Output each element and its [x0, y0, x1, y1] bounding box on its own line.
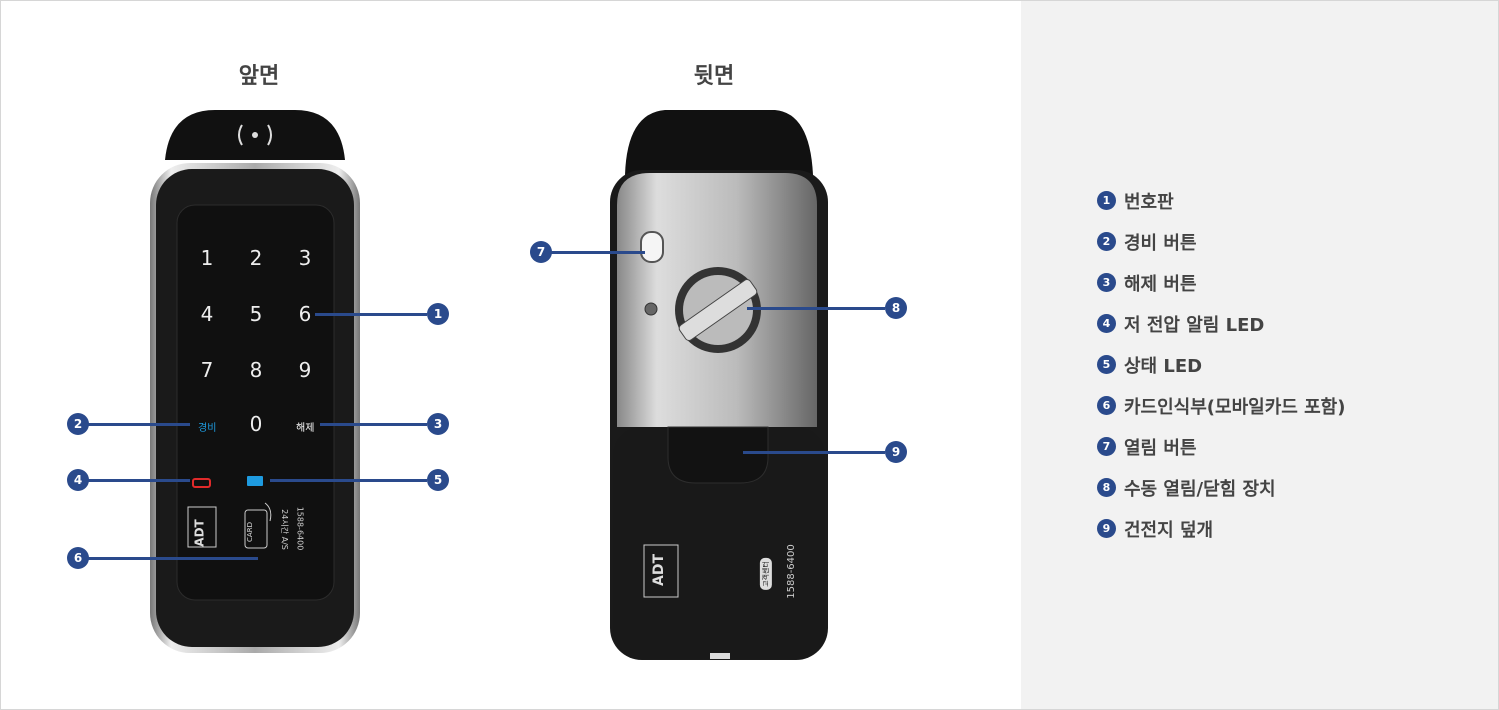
callout-marker-2: 2 — [67, 413, 89, 435]
callout-marker-3: 3 — [427, 413, 449, 435]
front-brand: ADT — [193, 519, 207, 546]
back-phone: 1588-6400 — [786, 544, 797, 599]
legend-number: 5 — [1097, 355, 1116, 374]
service-hours: 24시간 A/S — [279, 509, 290, 550]
callout-line-1 — [315, 313, 427, 316]
legend-number: 7 — [1097, 437, 1116, 456]
keypad-key[interactable]: 1 — [195, 246, 219, 270]
callout-marker-7: 7 — [530, 241, 552, 263]
center-badge: 고객센터 — [760, 558, 772, 590]
keypad-key[interactable]: 9 — [293, 358, 317, 382]
legend-item: 3 해제 버튼 — [1097, 262, 1345, 303]
callout-marker-8: 8 — [885, 297, 907, 319]
legend-text: 해제 버튼 — [1124, 270, 1197, 296]
callout-line-2 — [88, 423, 190, 426]
back-device — [605, 105, 835, 665]
callout-line-6 — [88, 557, 258, 560]
callout-marker-1: 1 — [427, 303, 449, 325]
back-view-title: 뒷면 — [654, 58, 774, 90]
legend-item: 6 카드인식부(모바일카드 포함) — [1097, 385, 1345, 426]
callout-marker-9: 9 — [885, 441, 907, 463]
small-knob — [645, 303, 657, 315]
back-brand: ADT — [651, 554, 667, 586]
keypad-key[interactable]: 6 — [293, 302, 317, 326]
card-label: CARD — [246, 522, 254, 542]
legend-number: 3 — [1097, 273, 1116, 292]
legend-number: 9 — [1097, 519, 1116, 538]
legend-item: 8 수동 열림/닫힘 장치 — [1097, 467, 1345, 508]
service-phone: 1588-6400 — [295, 507, 304, 551]
keypad-key[interactable]: 4 — [195, 302, 219, 326]
front-view-title: 앞면 — [199, 58, 319, 90]
battery-door — [613, 427, 825, 659]
legend-text: 수동 열림/닫힘 장치 — [1124, 475, 1276, 501]
wireless-icon-dot — [252, 132, 258, 138]
callout-line-8 — [747, 307, 885, 310]
callout-line-9 — [743, 451, 885, 454]
legend-item: 1 번호판 — [1097, 180, 1345, 221]
callout-line-4 — [88, 479, 190, 482]
alarm-button[interactable]: 경비 — [198, 419, 216, 434]
keypad-key[interactable]: 7 — [195, 358, 219, 382]
legend-number: 4 — [1097, 314, 1116, 333]
keypad-key[interactable]: 0 — [244, 412, 268, 436]
legend-number: 6 — [1097, 396, 1116, 415]
status-led — [247, 476, 263, 486]
legend-item: 5 상태 LED — [1097, 344, 1345, 385]
legend-item: 4 저 전압 알림 LED — [1097, 303, 1345, 344]
legend-number: 2 — [1097, 232, 1116, 251]
legend-number: 8 — [1097, 478, 1116, 497]
legend-text: 카드인식부(모바일카드 포함) — [1124, 393, 1345, 419]
callout-marker-4: 4 — [67, 469, 89, 491]
legend-text: 상태 LED — [1124, 352, 1202, 378]
legend-number: 1 — [1097, 191, 1116, 210]
callout-line-3 — [320, 423, 427, 426]
release-button[interactable]: 해제 — [296, 419, 314, 434]
keypad-key[interactable]: 2 — [244, 246, 268, 270]
legend-text: 열림 버튼 — [1124, 434, 1197, 460]
legend-list: 1 번호판 2 경비 버튼 3 해제 버튼 4 저 전압 알림 LED 5 상태 LED 6 카드인식… — [1097, 180, 1345, 549]
callout-line-5 — [270, 479, 427, 482]
legend-text: 저 전압 알림 LED — [1124, 311, 1264, 337]
keypad-key[interactable]: 3 — [293, 246, 317, 270]
callout-marker-5: 5 — [427, 469, 449, 491]
back-top-cap — [625, 110, 813, 175]
keypad-key[interactable]: 8 — [244, 358, 268, 382]
legend-text: 건전지 덮개 — [1124, 516, 1213, 542]
callout-marker-6: 6 — [67, 547, 89, 569]
legend-item: 2 경비 버튼 — [1097, 221, 1345, 262]
legend-item: 7 열림 버튼 — [1097, 426, 1345, 467]
legend-text: 번호판 — [1124, 188, 1174, 214]
callout-line-7 — [551, 251, 645, 254]
keypad-key[interactable]: 5 — [244, 302, 268, 326]
legend-text: 경비 버튼 — [1124, 229, 1197, 255]
legend-item: 9 건전지 덮개 — [1097, 508, 1345, 549]
bottom-slot — [710, 653, 730, 659]
open-button[interactable] — [641, 232, 663, 262]
